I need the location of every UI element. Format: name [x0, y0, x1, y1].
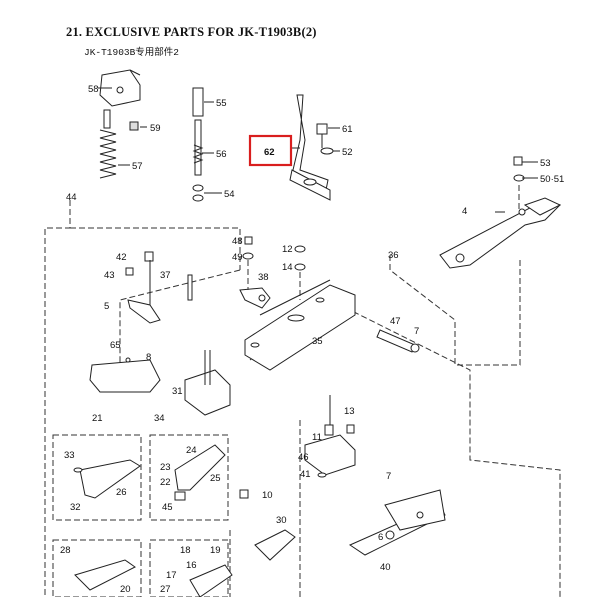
callout-20: 18 [180, 545, 191, 556]
part-35-gasket [89, 357, 161, 393]
leader-lines [98, 87, 538, 213]
callout-36: 47 [390, 316, 401, 327]
small-fasteners [242, 236, 306, 300]
callout-17: 16 [186, 560, 197, 571]
callout-59: 59 [150, 123, 161, 134]
group-30-box [52, 539, 142, 597]
callout-37: 5 [104, 301, 109, 312]
callout-44: 48 [232, 236, 243, 247]
diagram-subtitle: JK-T1903B专用部件2 [84, 47, 180, 58]
callout-60: 62 [264, 147, 275, 158]
part-6-lever [348, 489, 446, 556]
part-62-washer [320, 147, 334, 155]
part-7-base-plate [244, 279, 356, 371]
part-61-screw [316, 123, 328, 148]
callout-65: 8 [146, 352, 151, 363]
part-60-bracket [289, 94, 331, 201]
callout-43: 37 [160, 270, 171, 281]
callout-13: 11 [312, 432, 322, 443]
part-41-screw [239, 489, 249, 499]
part-54-nuts [192, 184, 204, 202]
callout-54: 54 [224, 189, 235, 200]
callout-49: 12 [282, 244, 293, 255]
callout-14: 38 [258, 272, 269, 283]
part-59-screw [129, 121, 139, 131]
part-55-56-rod [192, 87, 204, 176]
callout-57: 57 [132, 161, 143, 172]
callout-7: 35 [312, 336, 323, 347]
callout-16: 19 [210, 545, 221, 556]
callout-52: 53 [540, 158, 551, 169]
callout-33: 32 [70, 502, 81, 513]
callout-31: 21 [92, 413, 103, 424]
callout-12: 14 [282, 262, 293, 273]
diagram-title: 21. EXCLUSIVE PARTS FOR JK-T1903B(2) [66, 25, 317, 39]
callout-11: 46 [298, 452, 309, 463]
part-36-47-pin [376, 329, 420, 353]
group-21-box [149, 434, 229, 521]
callout-45: 13 [344, 406, 355, 417]
callout-50-51: 4 [462, 206, 467, 217]
callout-48: 49 [232, 252, 243, 263]
callout-24: 23 [160, 462, 171, 473]
callout-61: 61 [342, 124, 353, 135]
callout-42: 43 [104, 270, 115, 281]
part-10-gasket [254, 529, 296, 561]
part-58-bracket [99, 69, 141, 107]
callout-30: 28 [60, 545, 71, 556]
callout-41: 10 [262, 490, 273, 501]
callout-19: 27 [160, 584, 171, 595]
part-8-block [184, 350, 231, 416]
callout-18: 17 [166, 570, 177, 581]
callout-23: 22 [160, 477, 171, 488]
callout-47a: 7 [414, 326, 419, 337]
callout-5: 36 [388, 250, 399, 261]
part-52-53-fasteners [513, 156, 525, 210]
part-11-block [304, 395, 356, 478]
callout-6: 40 [380, 562, 391, 573]
callout-25: 45 [162, 502, 173, 513]
highlight-box [248, 134, 293, 167]
callout-labels: 58 59 57 55 56 54 62 61 52 53 50·51 4 44… [60, 84, 564, 595]
callout-53: 50·51 [540, 174, 564, 185]
callout-9: 6 [378, 532, 383, 543]
callout-55: 55 [216, 98, 227, 109]
callout-10: 30 [276, 515, 287, 526]
callout-26: 24 [186, 445, 197, 456]
callout-47b: 7 [386, 471, 391, 482]
callout-62: 52 [342, 147, 353, 158]
callout-38: 42 [116, 252, 127, 263]
part-57-spring [99, 109, 117, 179]
callout-21: 34 [154, 413, 165, 424]
part-14-link [239, 287, 271, 309]
callout-8: 31 [172, 386, 183, 397]
callout-46: 41 [300, 469, 311, 480]
group-20-box [149, 539, 233, 597]
callout-56: 56 [216, 149, 227, 160]
part-38-42-43-37-assembly [125, 251, 193, 324]
callout-28: 20 [120, 584, 131, 595]
group-31-box [52, 434, 142, 521]
callout-4: 44 [66, 192, 77, 203]
callout-35: 65 [110, 340, 121, 351]
callout-22: 25 [210, 473, 221, 484]
callout-32: 26 [116, 487, 127, 498]
callout-34: 33 [64, 450, 75, 461]
callout-58: 58 [88, 84, 99, 95]
part-50-51-lever [439, 197, 562, 269]
